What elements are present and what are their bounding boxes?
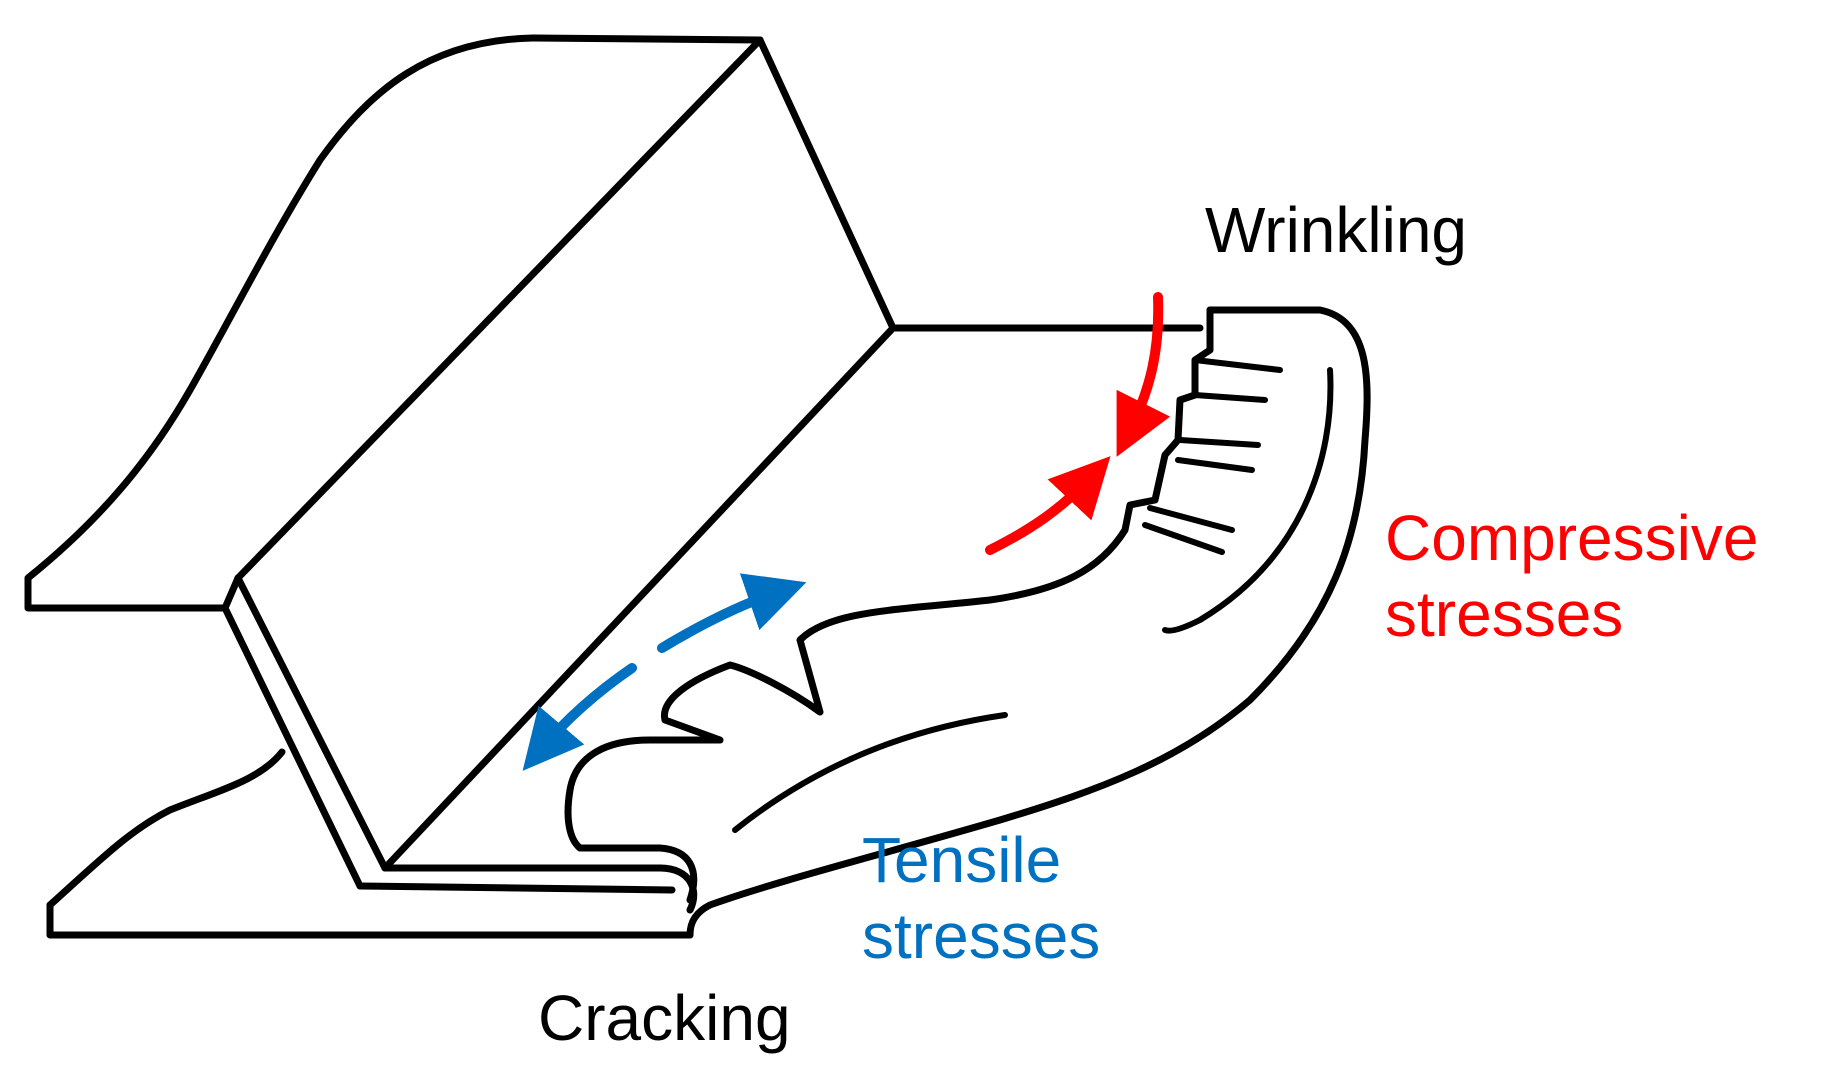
back-flange-top-edge — [529, 34, 764, 44]
wrinkle-line-2 — [1192, 392, 1268, 403]
compressive-label-line-2: stresses — [1385, 578, 1624, 650]
wrinkled-edge — [564, 306, 1214, 904]
tensile-label-line-2: stresses — [862, 900, 1101, 972]
roof-left-slope — [234, 36, 764, 582]
right-flange-outer — [686, 306, 1371, 939]
wrinkle-line-6 — [1142, 522, 1225, 555]
compressive-arrow-bottom — [985, 456, 1111, 555]
wrinkle-line-3 — [1177, 437, 1261, 448]
tensile-stresses-label: Tensile stresses — [862, 822, 1100, 974]
tensile-arrow-down — [522, 663, 637, 771]
lower-left-flange — [46, 748, 286, 909]
right-flange-inner-curl — [1162, 367, 1334, 634]
base-plate-bottom — [46, 901, 694, 939]
base-plate-mid — [356, 882, 676, 894]
lower-flange-inner-curve — [732, 712, 1008, 833]
tensile-arrow-up — [657, 573, 807, 653]
tensile-label-line-1: Tensile — [862, 824, 1062, 896]
front-wall-diagonal — [381, 324, 897, 872]
compressive-arrow-top — [1116, 292, 1171, 457]
left-wall-outer — [221, 604, 364, 890]
cracking-label: Cracking — [538, 982, 791, 1054]
cracking-curl — [656, 864, 698, 914]
wrinkling-label: Wrinkling — [1205, 194, 1467, 266]
wrinkle-line-4 — [1175, 457, 1255, 473]
compressive-label-line-1: Compressive — [1385, 502, 1759, 574]
compressive-stresses-label: Compressive stresses — [1385, 500, 1758, 652]
back-flange-outline — [24, 34, 537, 612]
roof-right-slope — [756, 36, 897, 332]
wrinkle-line-1 — [1192, 357, 1283, 373]
wrinkle-line-5 — [1147, 505, 1235, 533]
left-wall-inner — [234, 574, 389, 872]
